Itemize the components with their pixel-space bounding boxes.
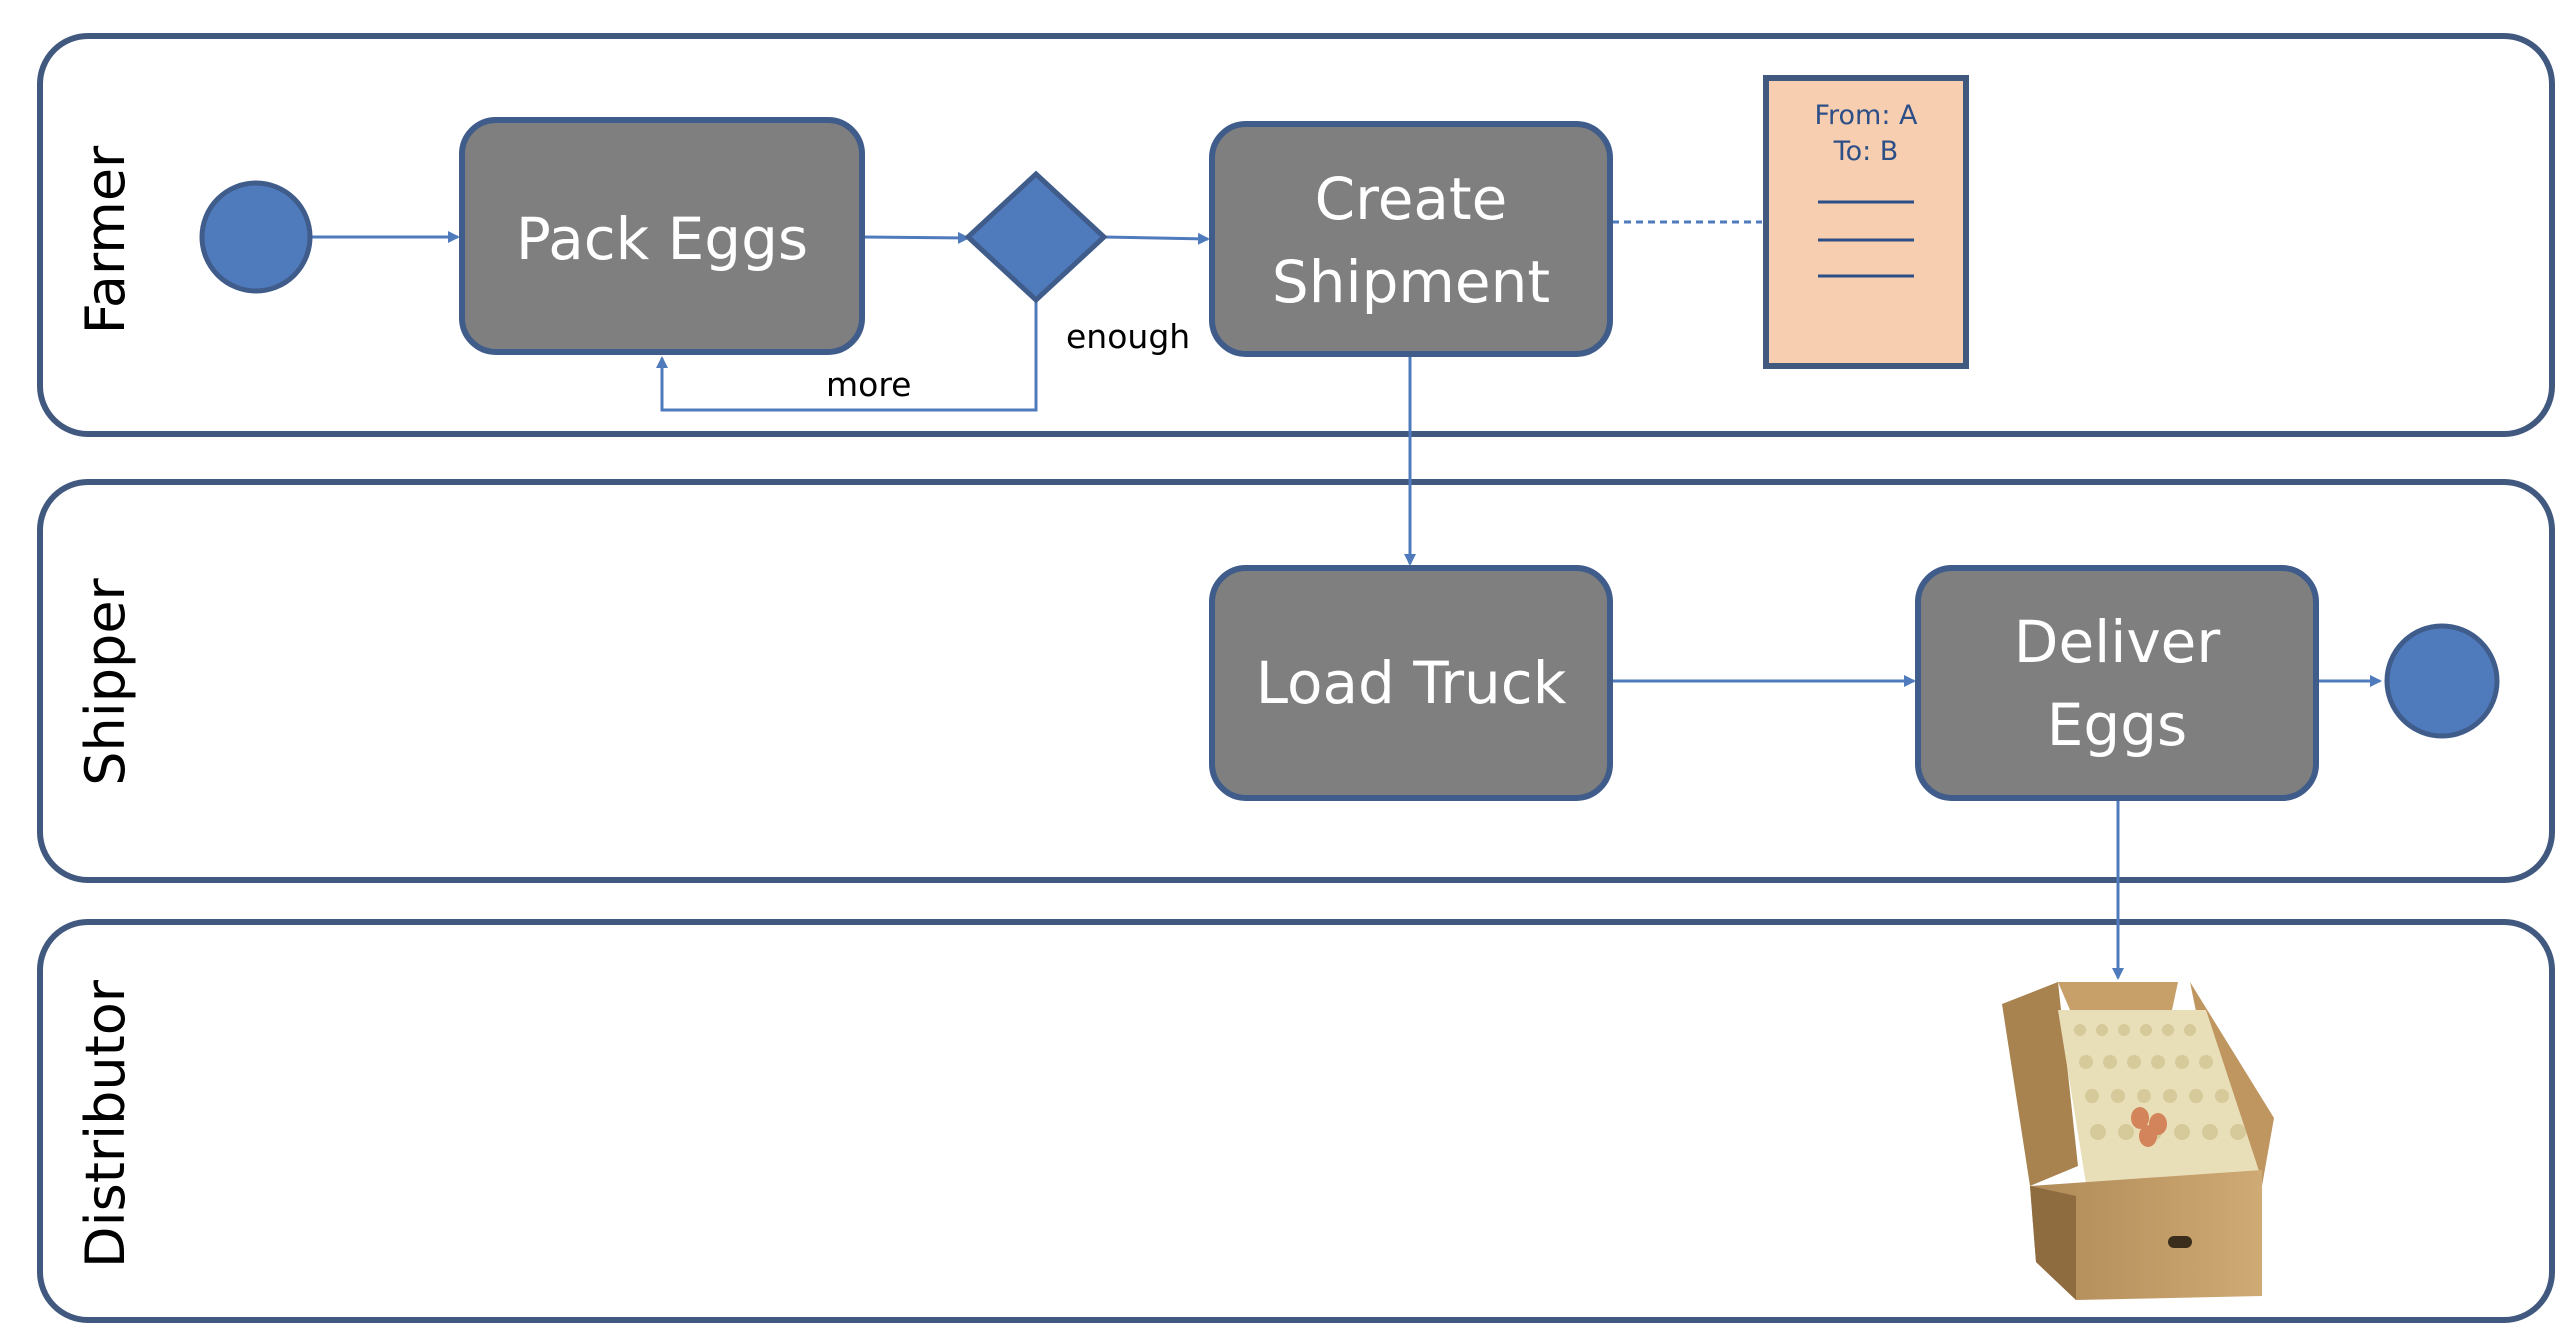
- flow-label-enough: enough: [1066, 317, 1190, 356]
- task-create-shipment: [1209, 121, 1613, 357]
- exclusive-gateway: [964, 170, 1108, 304]
- task-deliver-eggs-label-line1: Deliver: [2014, 608, 2221, 676]
- egg-box-left-flap: [2002, 982, 2078, 1186]
- task-deliver-eggs-label-line2: Eggs: [2047, 691, 2188, 759]
- flow-gateway-to-create: [1103, 232, 1210, 245]
- egg-box-back-flap: [2058, 982, 2178, 1010]
- task-create-shipment-label-line2: Shipment: [1272, 248, 1550, 316]
- shipment-document: From: A To: B: [1763, 75, 1969, 369]
- egg-tray-cups: [2074, 1024, 2246, 1140]
- egg-box-handle: [2168, 1236, 2192, 1248]
- egg-box-front: [2030, 1170, 2262, 1300]
- task-create-shipment-label-line1: Create: [1315, 165, 1508, 233]
- start-event: [199, 180, 313, 294]
- lane-label-distributor: Distributor: [74, 979, 137, 1268]
- task-pack-eggs-label: Pack Eggs: [516, 205, 808, 273]
- flow-label-more: more: [826, 365, 911, 404]
- lane-distributor: [37, 919, 2555, 1323]
- task-deliver-eggs: [1915, 565, 2319, 801]
- end-event: [2384, 623, 2500, 739]
- egg-box-side: [2030, 1186, 2076, 1300]
- document-line-from: From: A: [1814, 100, 1918, 131]
- lane-label-shipper: Shipper: [74, 577, 137, 785]
- document-line-to: To: B: [1833, 136, 1899, 167]
- task-load-truck-label: Load Truck: [1256, 649, 1567, 717]
- lane-label-farmer: Farmer: [74, 145, 137, 334]
- flow-pack-to-gateway: [861, 231, 970, 244]
- flow-gateway-more-loop: [656, 300, 1038, 412]
- task-pack-eggs: [459, 117, 865, 355]
- task-load-truck: [1209, 565, 1613, 801]
- brown-eggs: [2131, 1107, 2167, 1147]
- document-shape: [1763, 75, 1969, 369]
- egg-box-icon: [2002, 982, 2274, 1300]
